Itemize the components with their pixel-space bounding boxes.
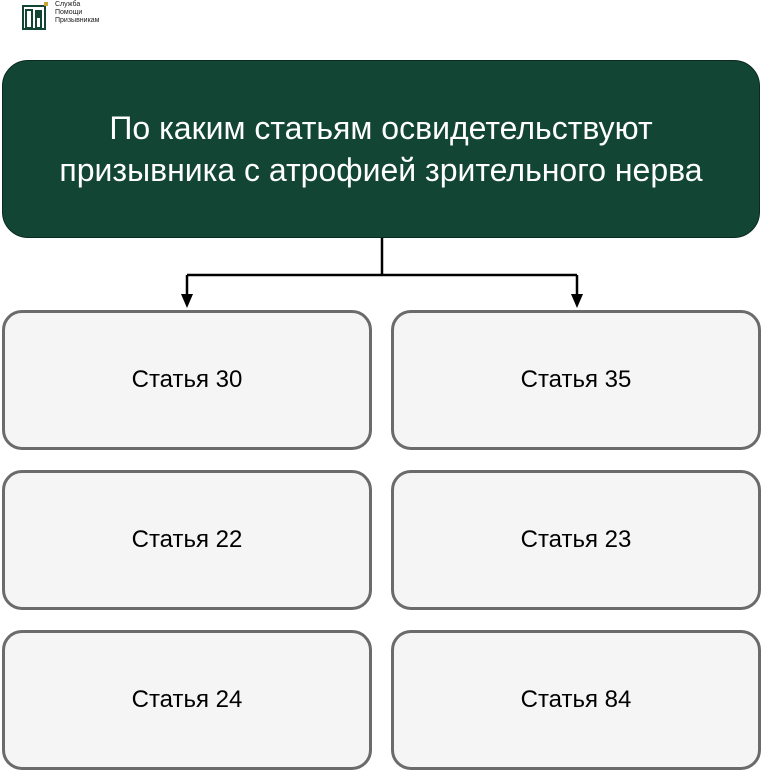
logo: Служба Помощи Призывникам xyxy=(22,0,122,32)
article-card-3: Статья 22 xyxy=(2,470,372,610)
logo-line-2: Помощи xyxy=(55,9,83,16)
diagram-title: По каким статьям освидетельствуют призыв… xyxy=(59,110,703,188)
title-box: По каким статьям освидетельствуют призыв… xyxy=(2,60,760,238)
article-label: Статья 35 xyxy=(520,366,632,393)
article-label: Статья 22 xyxy=(131,526,243,553)
logo-text: Служба Помощи Призывникам xyxy=(55,1,100,25)
article-card-4: Статья 23 xyxy=(391,470,761,610)
article-card-2: Статья 35 xyxy=(391,310,761,450)
article-card-5: Статья 24 xyxy=(2,630,372,770)
logo-line-1: Служба xyxy=(55,1,81,8)
article-label: Статья 84 xyxy=(520,686,632,713)
article-card-6: Статья 84 xyxy=(391,630,761,770)
logo-icon xyxy=(22,2,48,30)
article-label: Статья 24 xyxy=(131,686,243,713)
arrowhead-left xyxy=(181,294,193,308)
article-label: Статья 23 xyxy=(520,526,632,553)
article-card-1: Статья 30 xyxy=(2,310,372,450)
article-label: Статья 30 xyxy=(131,366,243,393)
logo-line-3: Призывникам xyxy=(55,17,100,24)
arrowhead-right xyxy=(571,294,583,308)
